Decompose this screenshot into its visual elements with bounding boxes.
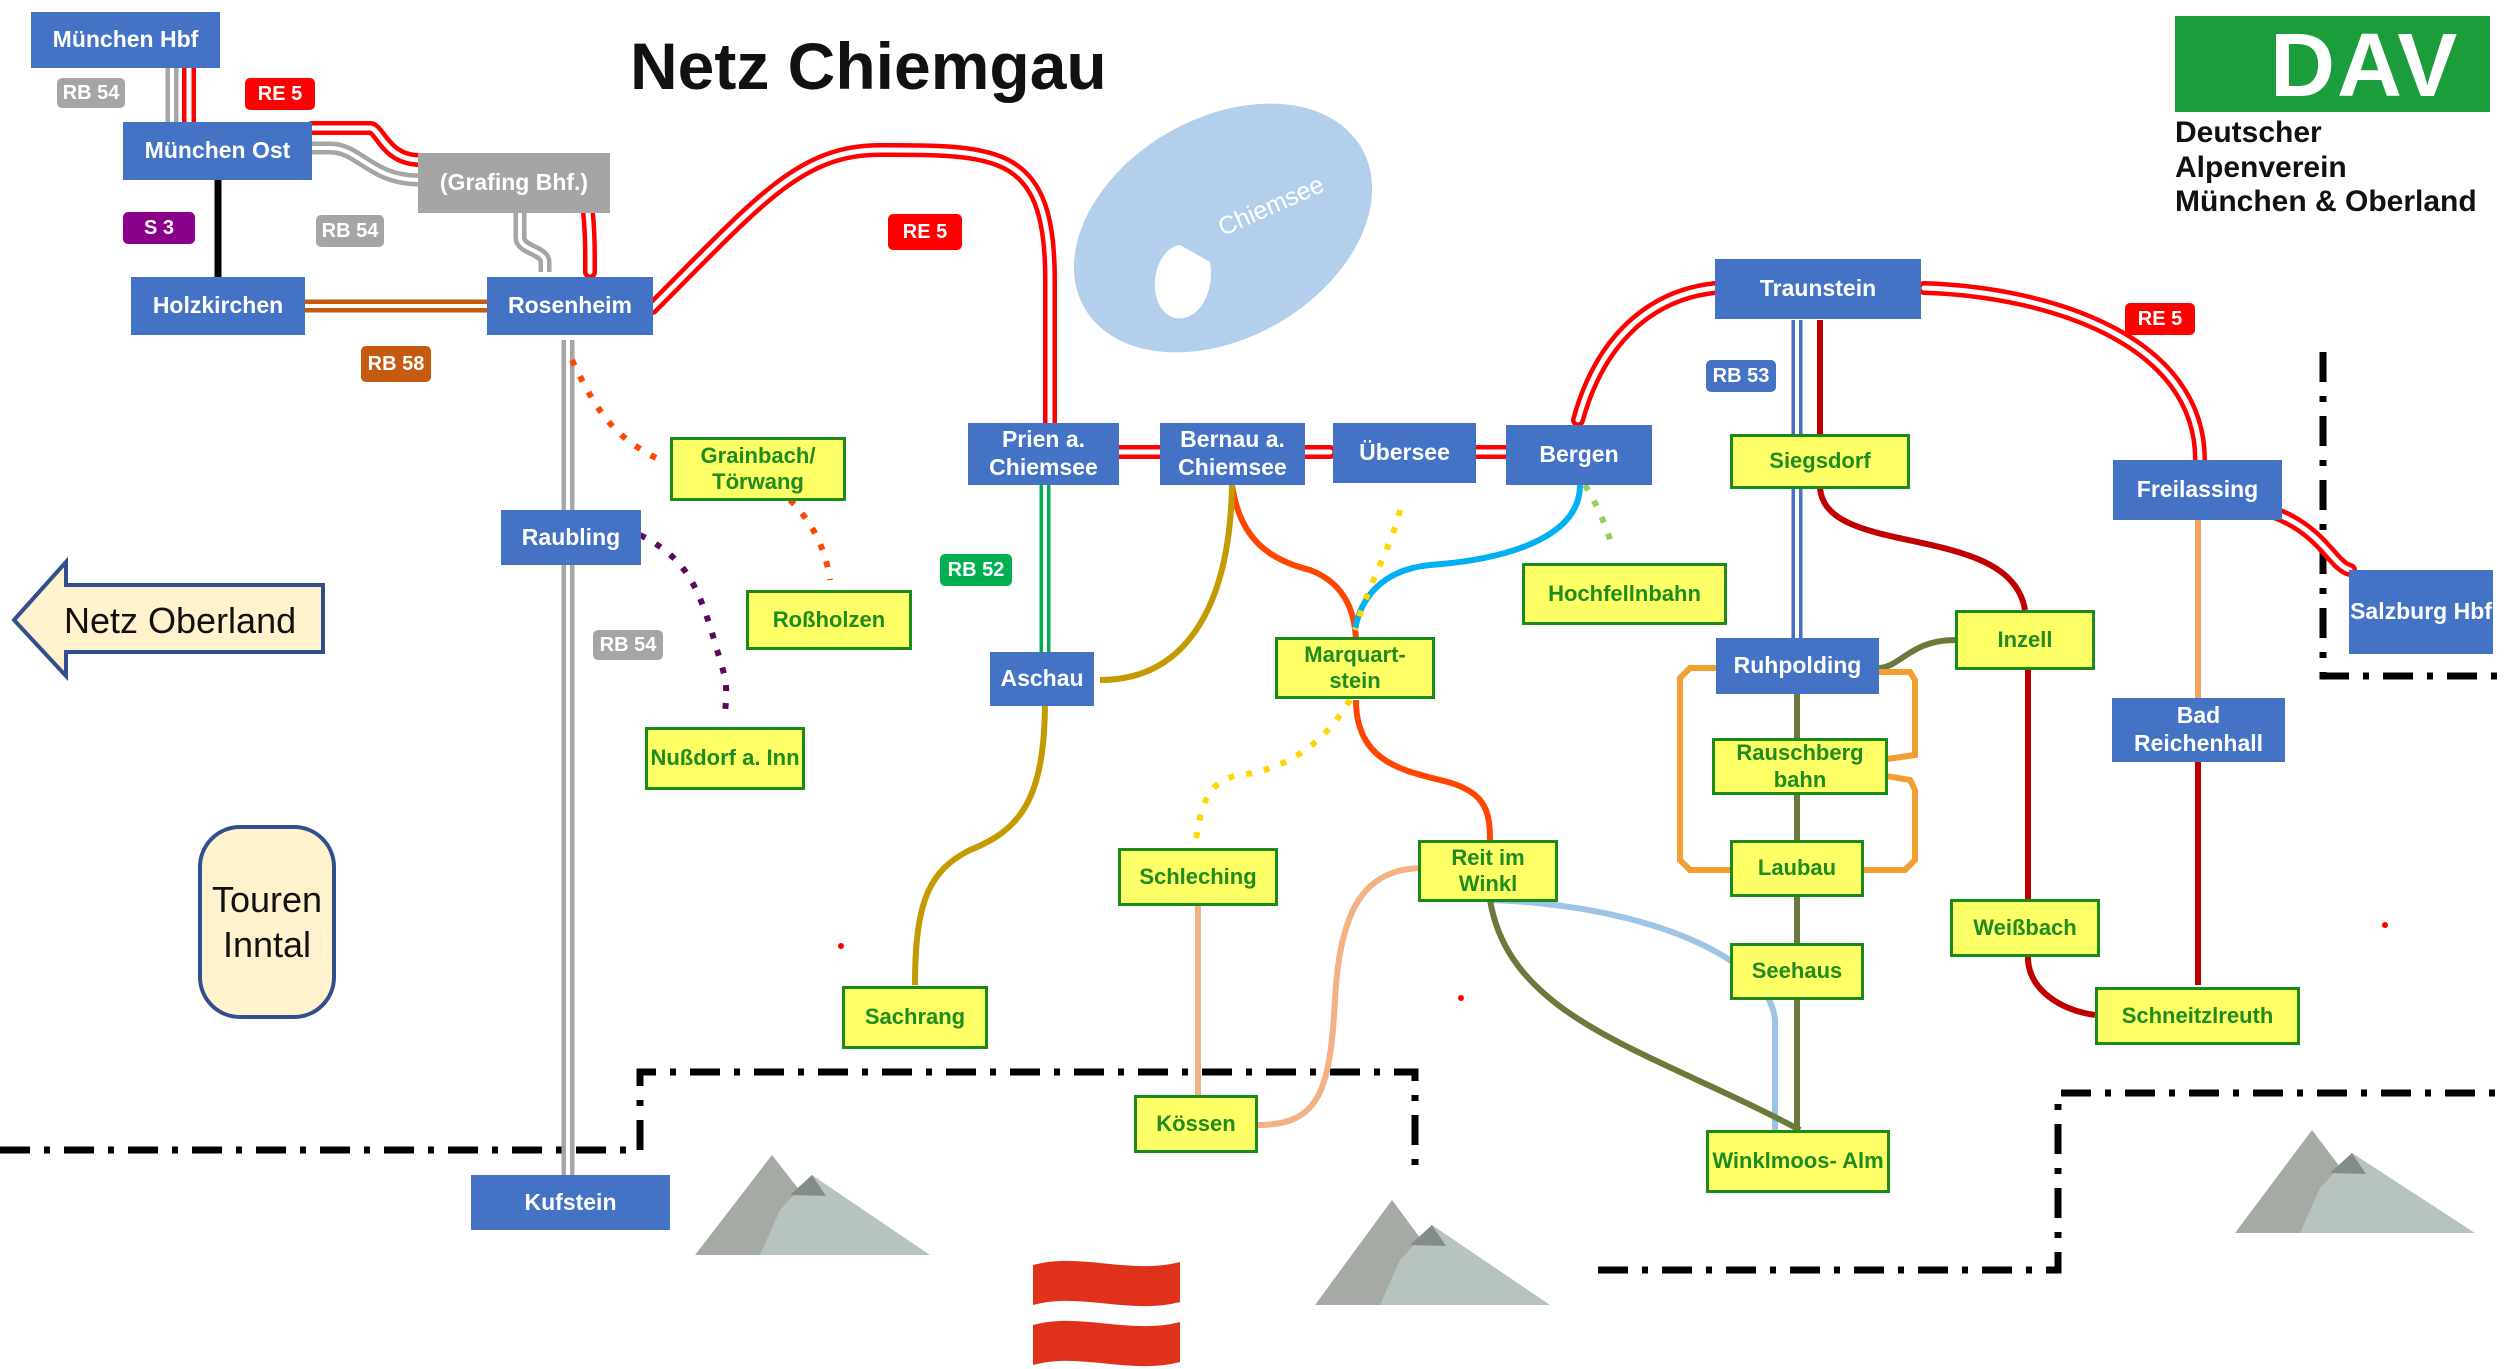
austria-flag-icon: [1033, 1260, 1180, 1367]
bus-salmon-line: [1195, 865, 1421, 1128]
station-raubling[interactable]: Raubling: [501, 510, 641, 565]
line-label-rb53: RB 53: [1706, 360, 1776, 392]
dav-logo-subtitle: Deutscher Alpenverein München & Oberland: [2175, 116, 2490, 220]
touren-inntal-link[interactable]: Touren Inntal: [198, 825, 336, 1019]
line-label-re5: RE 5: [888, 214, 962, 250]
netz-oberland-label: Netz Oberland: [64, 600, 297, 641]
stop-weissbach[interactable]: Weißbach: [1950, 899, 2100, 957]
station-bergen[interactable]: Bergen: [1506, 425, 1652, 485]
station-kufstein[interactable]: Kufstein: [471, 1175, 670, 1230]
dav-logo-box: [2175, 16, 2490, 112]
station-bad-reichenhall[interactable]: Bad Reichenhall: [2112, 698, 2285, 762]
stop-laubau[interactable]: Laubau: [1730, 840, 1864, 897]
station-rosenheim[interactable]: Rosenheim: [487, 277, 653, 335]
stop-grainbach[interactable]: Grainbach/ Törwang: [670, 437, 846, 501]
bus-olive-line: [1487, 637, 1956, 1133]
station-salzburg[interactable]: Salzburg Hbf: [2349, 570, 2493, 654]
mountain-icon: [695, 1155, 930, 1255]
bus-red-lines: [1817, 320, 2201, 1018]
stop-koessen[interactable]: Kössen: [1134, 1095, 1258, 1153]
station-muenchen-ost[interactable]: München Ost: [123, 122, 312, 180]
netz-oberland-link[interactable]: Netz Oberland: [14, 562, 330, 678]
line-label-re5: RE 5: [245, 78, 315, 110]
line-label-rb54: RB 54: [316, 215, 384, 247]
mountain-icon: [2235, 1130, 2475, 1233]
station-ruhpolding[interactable]: Ruhpolding: [1716, 638, 1879, 694]
line-label-rb54: RB 54: [593, 630, 663, 660]
dotted-hike-lines: [569, 358, 1615, 851]
stop-winklmoos[interactable]: Winklmoos- Alm: [1706, 1130, 1890, 1193]
stop-schleching[interactable]: Schleching: [1118, 848, 1278, 906]
loop-orange-line: [1677, 665, 1918, 873]
station-bernau[interactable]: Bernau a. Chiemsee: [1160, 423, 1305, 485]
line-label-s3: S 3: [123, 212, 195, 244]
stop-nussdorf[interactable]: Nußdorf a. Inn: [645, 727, 805, 790]
stop-schneitzlreuth[interactable]: Schneitzlreuth: [2095, 987, 2300, 1045]
station-holzkirchen[interactable]: Holzkirchen: [131, 277, 305, 335]
line-label-rb54: RB 54: [57, 78, 125, 108]
station-aschau[interactable]: Aschau: [990, 652, 1094, 706]
map-title: Netz Chiemgau: [630, 29, 1107, 103]
stop-reit-im-winkl[interactable]: Reit im Winkl: [1418, 840, 1558, 902]
stop-rossholzen[interactable]: Roßholzen: [746, 590, 912, 650]
line-label-rb58: RB 58: [361, 346, 431, 382]
station-prien[interactable]: Prien a. Chiemsee: [968, 423, 1119, 485]
stop-seehaus[interactable]: Seehaus: [1730, 943, 1864, 1000]
bus-paleblue-line: [1489, 897, 1778, 1130]
stop-siegsdorf[interactable]: Siegsdorf: [1730, 434, 1910, 489]
rb54-lines: [165, 65, 575, 1180]
dav-logo: DAV Deutscher Alpenverein München & Ober…: [2175, 16, 2490, 218]
mountain-icon: [1315, 1200, 1550, 1305]
stop-inzell[interactable]: Inzell: [1955, 610, 2095, 670]
stop-hochfellnbahn[interactable]: Hochfellnbahn: [1522, 563, 1727, 625]
netz-oberland-arrow[interactable]: [11, 556, 325, 682]
station-traunstein[interactable]: Traunstein: [1715, 259, 1921, 319]
marker-dots: [838, 922, 2388, 1001]
station-muenchen-hbf[interactable]: München Hbf: [31, 12, 220, 68]
stop-marquartstein[interactable]: Marquart- stein: [1275, 637, 1435, 699]
station-grafing[interactable]: (Grafing Bhf.): [418, 153, 610, 213]
stop-sachrang[interactable]: Sachrang: [842, 986, 988, 1049]
dav-logo-text: DAV: [2270, 16, 2460, 116]
dav-logo-line2: München & Oberland: [2175, 185, 2477, 218]
chiemsee-lake: [1073, 103, 1373, 353]
line-label-rb52: RB 52: [940, 554, 1012, 586]
stop-rauschberg[interactable]: Rauschberg bahn: [1712, 738, 1888, 795]
border-lines: [0, 352, 2509, 1274]
station-uebersee[interactable]: Übersee: [1333, 423, 1476, 483]
dav-logo-line1: Deutscher Alpenverein: [2175, 116, 2347, 184]
line-label-re5: RE 5: [2125, 303, 2195, 335]
station-freilassing[interactable]: Freilassing: [2113, 460, 2282, 520]
bus-mustard-line: [912, 484, 1235, 986]
bus-orangered-line: [1229, 484, 1493, 841]
